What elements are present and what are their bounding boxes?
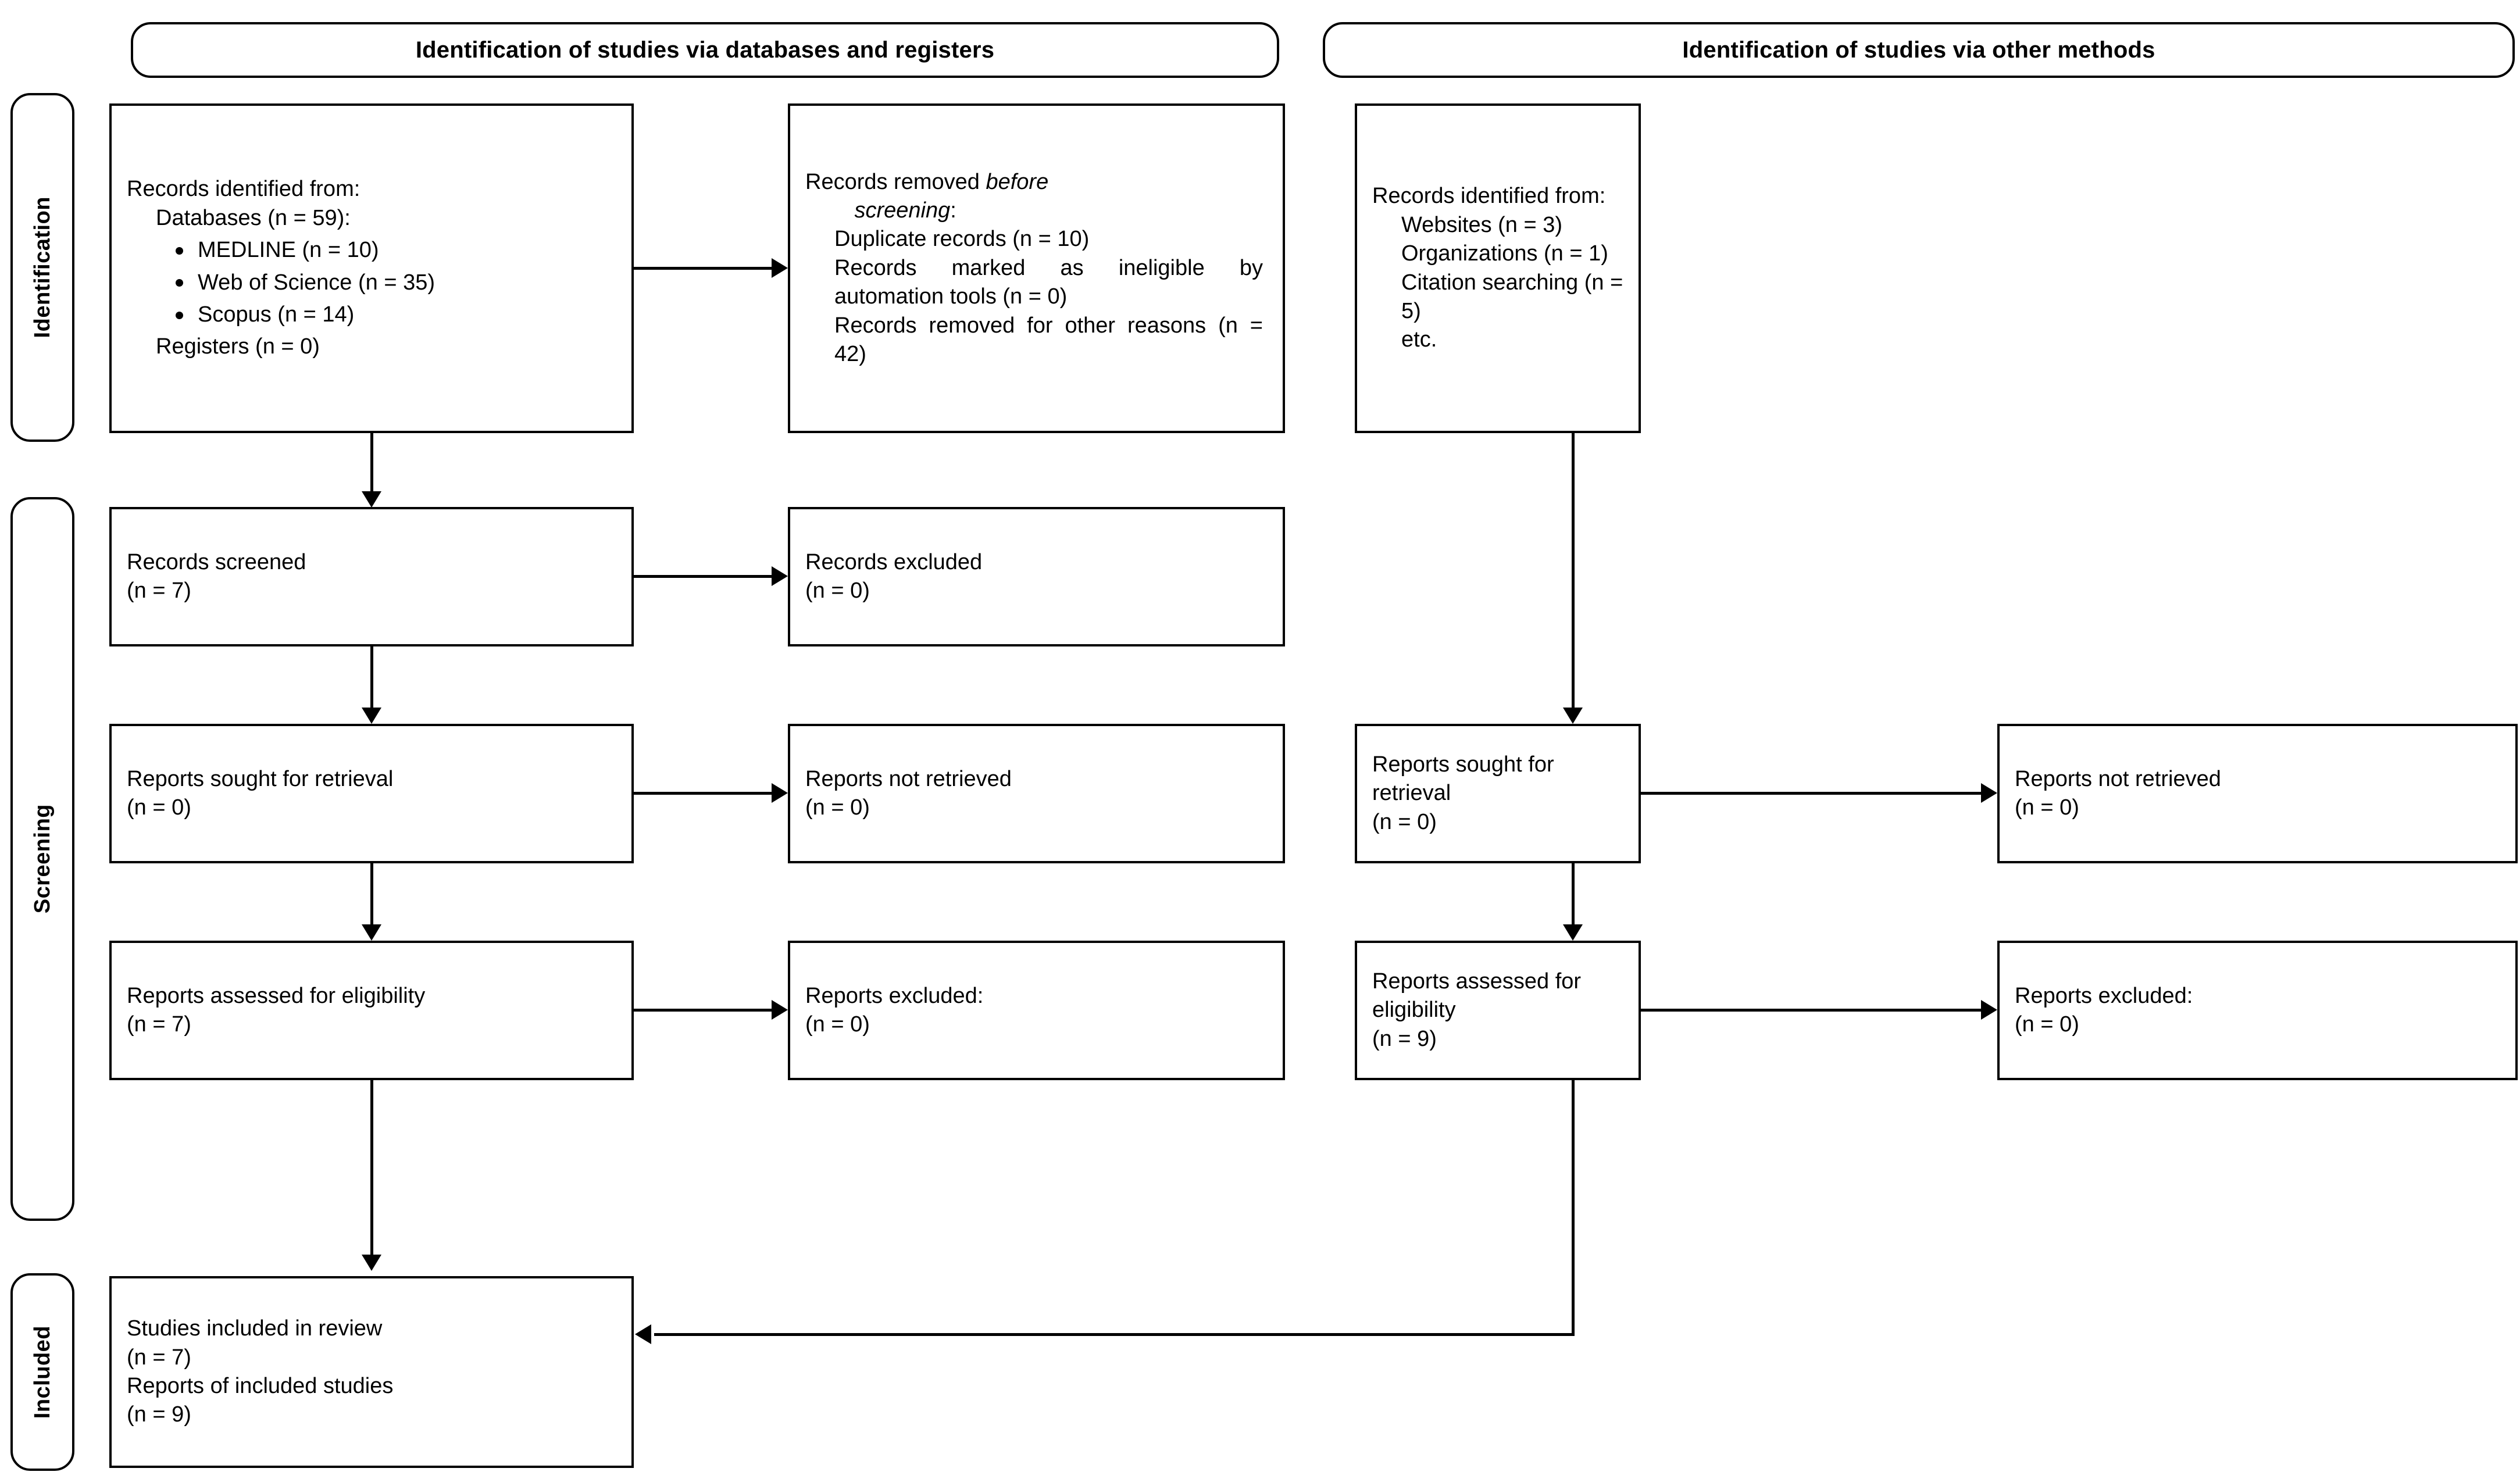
box-records-identified-other-methods: Records identified from: Websites (n = 3… — [1355, 103, 1641, 433]
records-excluded-count: (n = 0) — [805, 578, 870, 603]
connector-screened-to-excluded — [634, 575, 772, 578]
records-removed-heading-before: before — [986, 169, 1049, 194]
connector-identified-to-removed — [634, 267, 772, 270]
connector-assessed-left-to-excluded — [634, 1009, 772, 1012]
list-item: Web of Science (n = 35) — [172, 269, 616, 297]
studies-included-line-2: (n = 7) — [127, 1345, 191, 1370]
reports-excluded-right-label: Reports excluded: — [2015, 983, 2193, 1008]
reports-sought-right-label: Reports sought for retrieval — [1372, 752, 1561, 806]
reports-excluded-left-count: (n = 0) — [805, 1012, 870, 1037]
records-removed-item-other: Records removed for other reasons (n = 4… — [834, 313, 1269, 366]
arrowhead-sought-left-to-not-retrieved — [772, 783, 788, 803]
records-removed-heading-a: Records removed — [805, 169, 986, 194]
box-records-removed-before-screening: Records removed before screening: Duplic… — [788, 103, 1285, 433]
records-identified-other-websites: Websites (n = 3) — [1401, 212, 1563, 237]
reports-assessed-left-count: (n = 7) — [127, 1012, 191, 1037]
arrowhead-sought-to-assessed-left — [362, 924, 381, 941]
connector-screened-to-sought — [370, 646, 373, 708]
connector-sought-right-to-not-retrieved — [1641, 792, 1981, 795]
connector-identified-to-screened — [370, 433, 373, 491]
column-header-databases-label: Identification of studies via databases … — [415, 37, 995, 63]
connector-right-elbow-vertical — [1572, 1080, 1575, 1336]
connector-assessed-to-included — [370, 1080, 373, 1255]
records-identified-other-etc: etc. — [1401, 327, 1437, 352]
reports-excluded-right-count: (n = 0) — [2015, 1012, 2079, 1037]
box-records-identified-databases: Records identified from: Databases (n = … — [109, 103, 634, 433]
studies-included-line-3: Reports of included studies — [127, 1374, 394, 1398]
records-identified-databases-line: Databases (n = 59): — [156, 205, 351, 230]
records-identified-source-list: MEDLINE (n = 10) Web of Science (n = 35)… — [127, 236, 616, 329]
column-header-other-methods-label: Identification of studies via other meth… — [1682, 37, 2155, 63]
box-reports-not-retrieved-left: Reports not retrieved (n = 0) — [788, 724, 1285, 863]
reports-assessed-right-label: Reports assessed for eligibility — [1372, 969, 1587, 1023]
reports-not-retrieved-right-count: (n = 0) — [2015, 795, 2079, 820]
arrowhead-other-identified-to-sought — [1563, 708, 1583, 724]
arrowhead-identified-to-screened — [362, 491, 381, 508]
records-identified-other-organizations: Organizations (n = 1) — [1401, 241, 1608, 266]
records-identified-other-citation-searching: Citation searching (n = 5) — [1401, 270, 1629, 323]
reports-assessed-left-label: Reports assessed for eligibility — [127, 983, 426, 1008]
box-reports-assessed-right: Reports assessed for eligibility (n = 9) — [1355, 941, 1641, 1080]
reports-sought-left-count: (n = 0) — [127, 795, 191, 820]
connector-assessed-right-to-excluded — [1641, 1009, 1981, 1012]
stage-label-included: Included — [10, 1273, 74, 1471]
records-removed-item-automation: Records marked as ineligible by automati… — [834, 255, 1269, 309]
box-reports-assessed-left: Reports assessed for eligibility (n = 7) — [109, 941, 634, 1080]
stage-label-included-text: Included — [30, 1325, 55, 1419]
arrowhead-screened-to-excluded — [772, 566, 788, 586]
arrowhead-assessed-to-included — [362, 1255, 381, 1271]
box-records-screened: Records screened (n = 7) — [109, 507, 634, 646]
reports-not-retrieved-left-label: Reports not retrieved — [805, 766, 1012, 791]
column-header-databases: Identification of studies via databases … — [131, 22, 1279, 78]
records-identified-title: Records identified from: — [127, 177, 360, 202]
records-identified-registers-line: Registers (n = 0) — [156, 334, 320, 359]
records-screened-count: (n = 7) — [127, 578, 191, 603]
box-reports-excluded-right: Reports excluded: (n = 0) — [1997, 941, 2518, 1080]
reports-assessed-right-count: (n = 9) — [1372, 1026, 1437, 1051]
box-studies-included: Studies included in review (n = 7) Repor… — [109, 1276, 634, 1468]
box-reports-excluded-left: Reports excluded: (n = 0) — [788, 941, 1285, 1080]
records-removed-heading-colon: : — [950, 198, 956, 223]
records-removed-heading-screening: screening — [854, 198, 951, 223]
records-screened-label: Records screened — [127, 549, 306, 574]
stage-label-identification: Identification — [10, 93, 74, 442]
box-records-excluded: Records excluded (n = 0) — [788, 507, 1285, 646]
records-excluded-label: Records excluded — [805, 549, 983, 574]
list-item: Scopus (n = 14) — [172, 301, 616, 329]
arrowhead-assessed-left-to-excluded — [772, 1000, 788, 1020]
box-reports-not-retrieved-right: Reports not retrieved (n = 0) — [1997, 724, 2518, 863]
connector-other-identified-to-sought — [1572, 433, 1575, 708]
arrowhead-sought-to-assessed-right — [1563, 924, 1583, 941]
connector-sought-to-assessed-right — [1572, 863, 1575, 924]
reports-sought-left-label: Reports sought for retrieval — [127, 766, 394, 791]
column-header-other-methods: Identification of studies via other meth… — [1323, 22, 2515, 78]
studies-included-line-1: Studies included in review — [127, 1316, 383, 1341]
reports-excluded-left-label: Reports excluded: — [805, 983, 984, 1008]
arrowhead-sought-right-to-not-retrieved — [1981, 783, 1997, 803]
reports-not-retrieved-left-count: (n = 0) — [805, 795, 870, 820]
records-identified-other-title: Records identified from: — [1372, 184, 1606, 209]
studies-included-line-4: (n = 9) — [127, 1402, 191, 1427]
arrowhead-right-elbow-to-included — [635, 1324, 651, 1344]
records-removed-item-duplicates: Duplicate records (n = 10) — [834, 227, 1090, 252]
stage-label-screening: Screening — [10, 497, 74, 1221]
records-removed-heading: Records removed before screening: — [805, 168, 1263, 226]
list-item: MEDLINE (n = 10) — [172, 236, 616, 265]
box-reports-sought-left: Reports sought for retrieval (n = 0) — [109, 724, 634, 863]
stage-label-identification-text: Identification — [30, 197, 55, 338]
stage-label-screening-text: Screening — [30, 804, 55, 914]
arrowhead-assessed-right-to-excluded — [1981, 1000, 1997, 1020]
connector-sought-left-to-not-retrieved — [634, 792, 772, 795]
connector-right-elbow-horizontal — [654, 1333, 1575, 1336]
connector-sought-to-assessed-left — [370, 863, 373, 924]
box-reports-sought-right: Reports sought for retrieval (n = 0) — [1355, 724, 1641, 863]
reports-not-retrieved-right-label: Reports not retrieved — [2015, 766, 2221, 791]
arrowhead-identified-to-removed — [772, 258, 788, 278]
reports-sought-right-count: (n = 0) — [1372, 809, 1437, 834]
arrowhead-screened-to-sought — [362, 708, 381, 724]
